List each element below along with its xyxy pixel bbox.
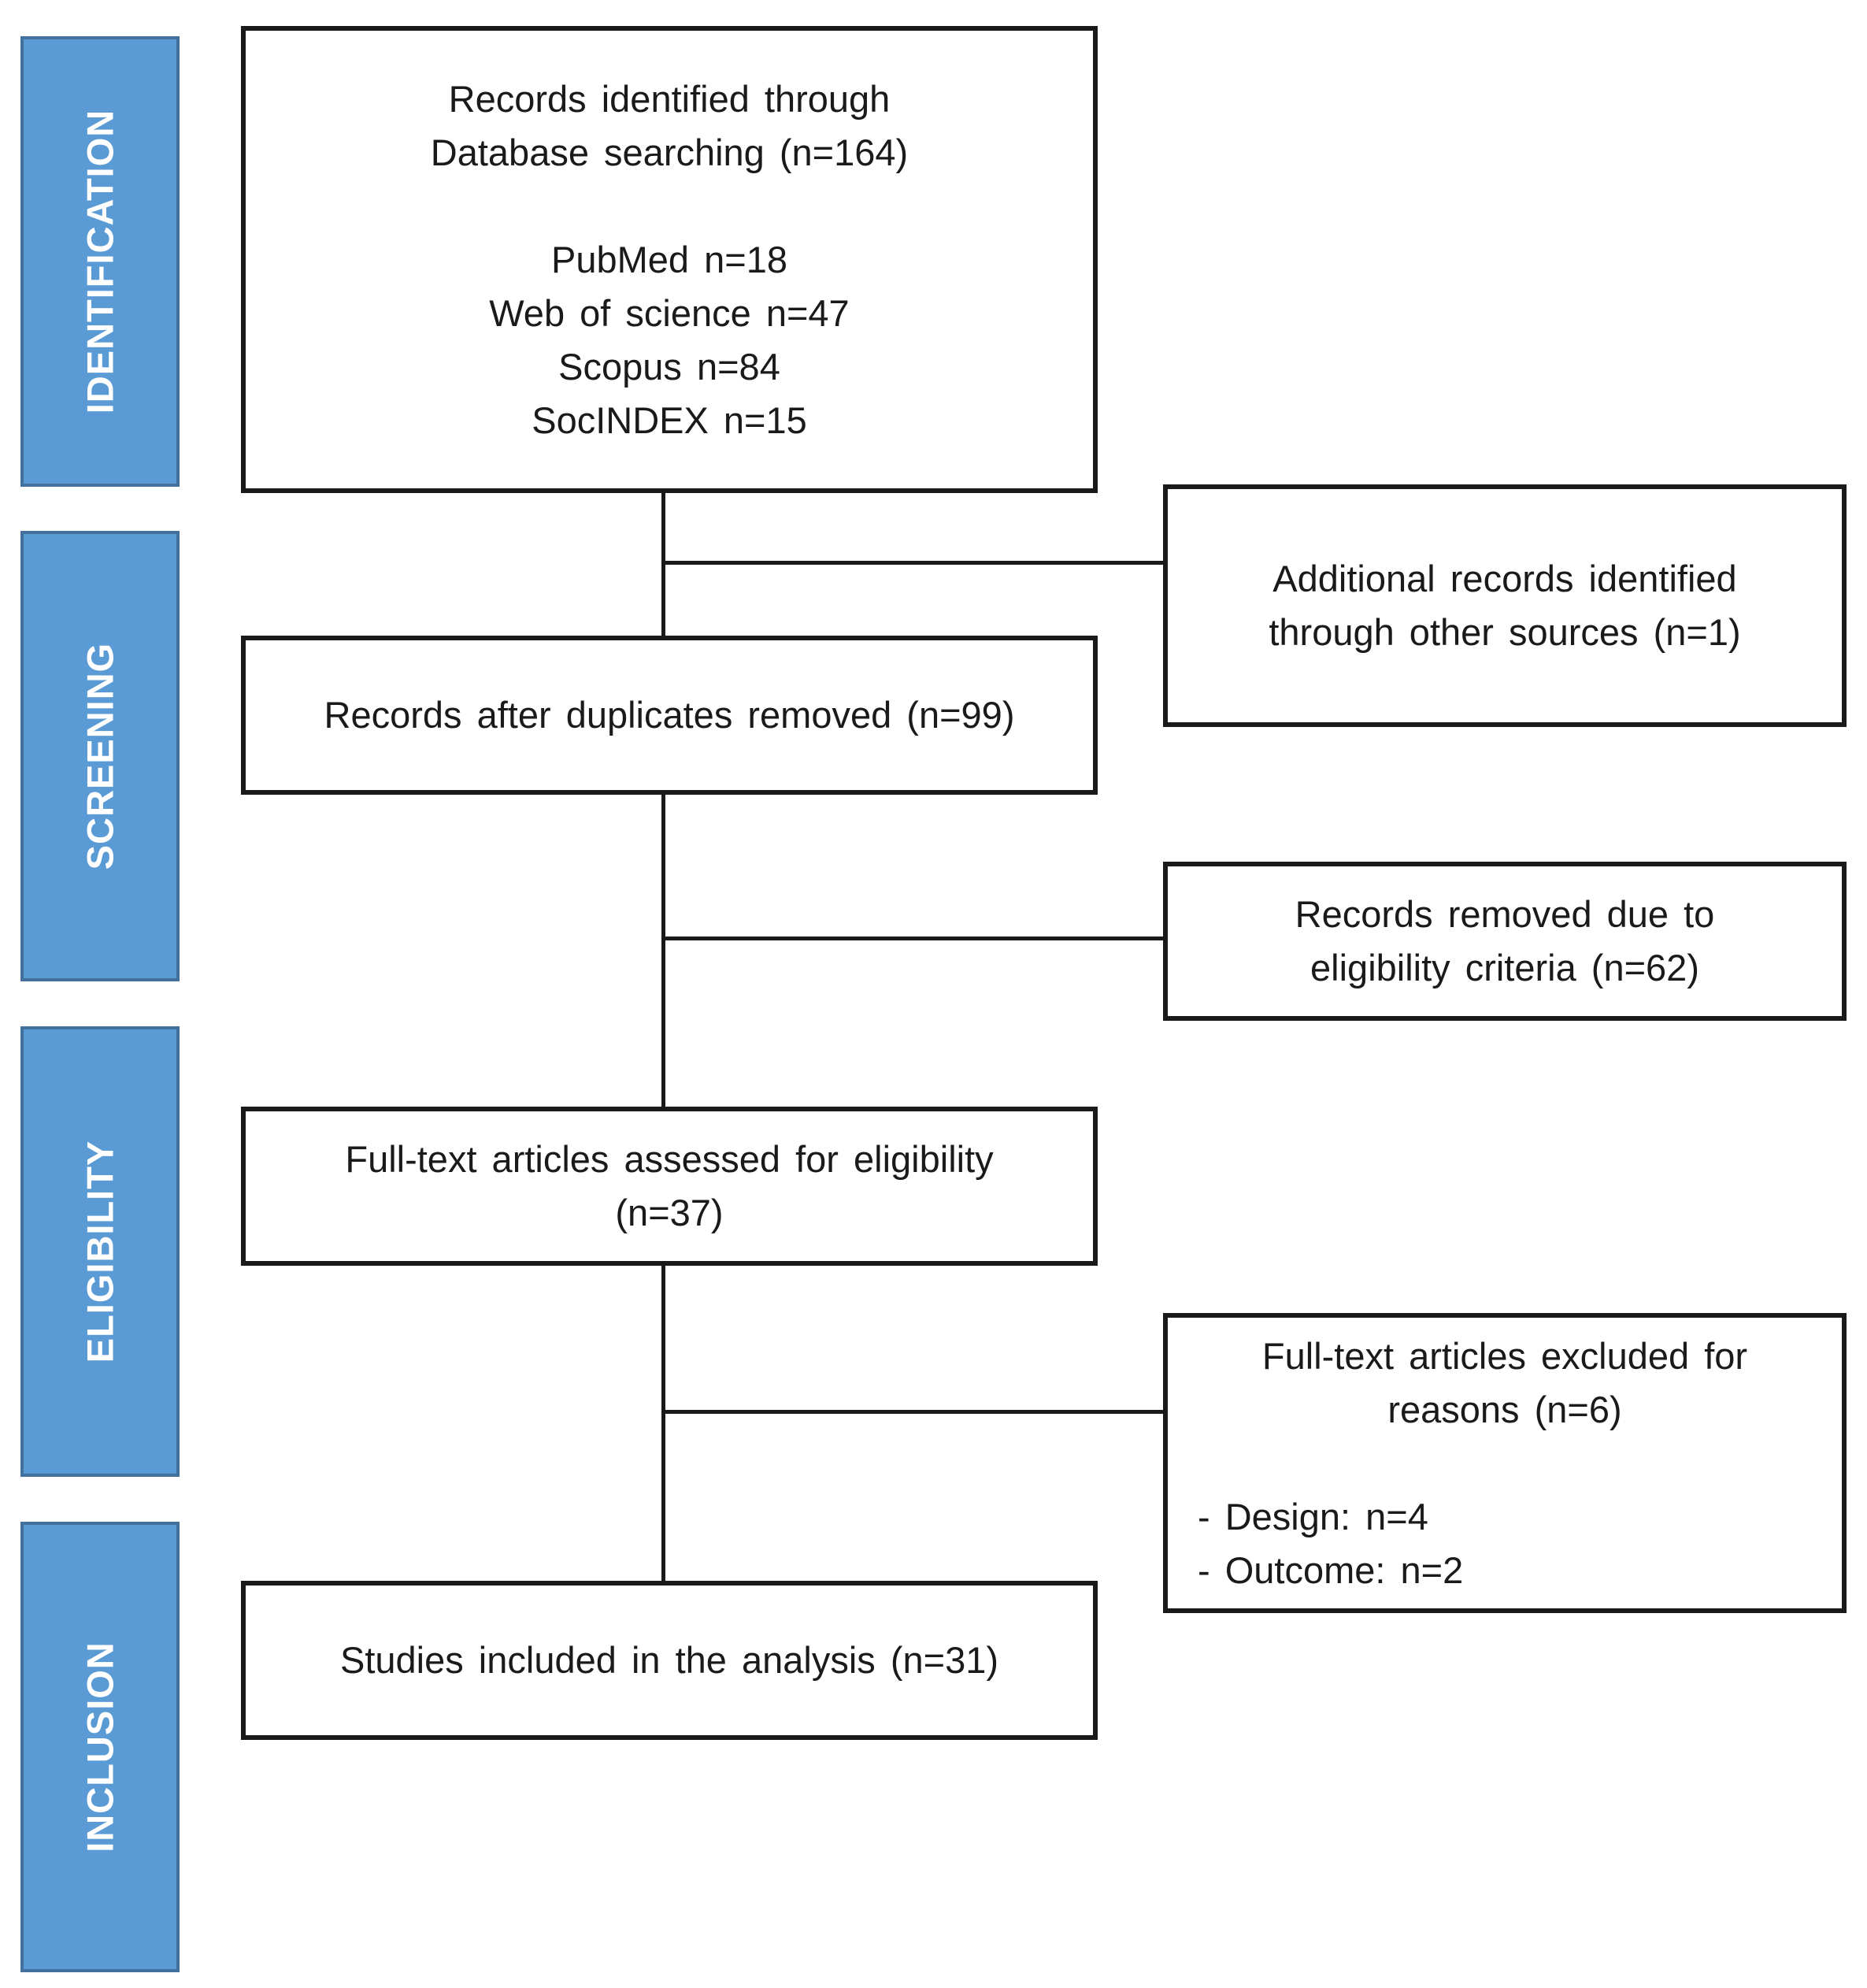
source-pubmed: PubMed n=18 [551, 238, 787, 280]
main-flow-connector-top [661, 491, 665, 638]
additional-text-2: through other sources (n=1) [1269, 611, 1741, 653]
main-flow-connector-bottom [661, 1263, 665, 1583]
excluded-connector [661, 1410, 1165, 1414]
removed-text-2: eligibility criteria (n=62) [1310, 947, 1699, 988]
source-scopus: Scopus n=84 [558, 345, 780, 388]
excluded-text-1: Full-text articles excluded for [1261, 1334, 1748, 1377]
assessed-text-2: (n=37) [615, 1192, 724, 1233]
excluded-reason-design: - Design: n=4 [1198, 1495, 1428, 1537]
excluded-text-2: reasons (n=6) [1387, 1388, 1622, 1430]
records-removed-box: Records removed due to eligibility crite… [1163, 862, 1847, 1021]
records-identified-box: Records identified through Database sear… [241, 26, 1098, 493]
studies-included-box: Studies included in the analysis (n=31) [241, 1581, 1098, 1740]
phase-label: INCLUSION [79, 1641, 121, 1853]
source-web-of-science: Web of science n=47 [489, 291, 850, 334]
included-text: Studies included in the analysis (n=31) [339, 1639, 999, 1681]
additional-connector [661, 561, 1165, 565]
additional-text-1: Additional records identified [1272, 558, 1737, 599]
phase-identification: IDENTIFICATION [20, 36, 180, 487]
additional-records-box: Additional records identified through ot… [1163, 484, 1847, 727]
assessed-text-1: Full-text articles assessed for eligibil… [345, 1138, 994, 1180]
phase-screening: SCREENING [20, 531, 180, 981]
records-after-duplicates-box: Records after duplicates removed (n=99) [241, 636, 1098, 795]
removed-text-1: Records removed due to [1295, 893, 1715, 935]
phase-label: SCREENING [79, 642, 121, 870]
source-socindex: SocINDEX n=15 [532, 399, 807, 441]
after-duplicates-text: Records after duplicates removed (n=99) [324, 694, 1015, 736]
full-text-excluded-box: Full-text articles excluded for reasons … [1163, 1313, 1847, 1613]
main-flow-connector-middle [661, 792, 665, 1111]
full-text-assessed-box: Full-text articles assessed for eligibil… [241, 1107, 1098, 1266]
phase-label: ELIGIBILITY [79, 1140, 121, 1363]
identified-count: Database searching (n=164) [430, 131, 909, 173]
phase-label: IDENTIFICATION [79, 109, 121, 414]
identified-title: Records identified through [448, 77, 891, 120]
excluded-reason-outcome: - Outcome: n=2 [1198, 1548, 1464, 1591]
phase-inclusion: INCLUSION [20, 1522, 180, 1972]
phase-eligibility: ELIGIBILITY [20, 1026, 180, 1477]
removed-connector [661, 937, 1165, 940]
